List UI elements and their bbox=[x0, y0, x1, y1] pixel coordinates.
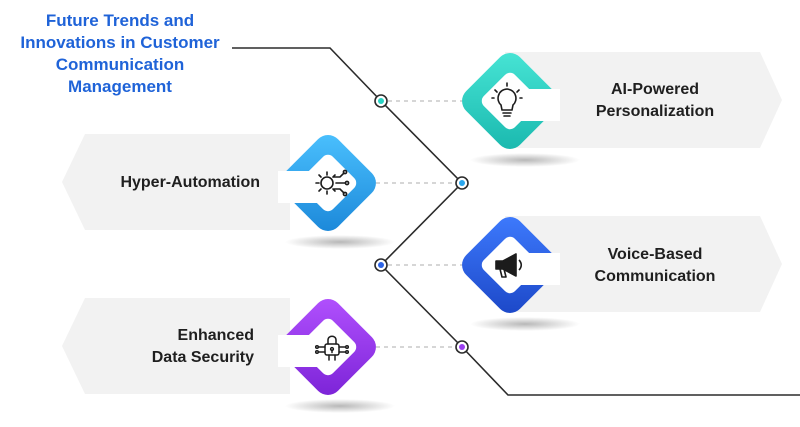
label-hyper-automation: Hyper-Automation bbox=[60, 172, 260, 194]
label-line: Voice-Based bbox=[607, 246, 703, 263]
node-voice bbox=[374, 258, 388, 272]
banner-security bbox=[62, 298, 290, 394]
shadow-voice bbox=[470, 317, 580, 331]
padlock-circuit-icon bbox=[314, 335, 350, 361]
dashed-connectors bbox=[360, 100, 476, 348]
label-line: Communication bbox=[594, 268, 716, 285]
badge-hyper bbox=[278, 135, 376, 231]
label-line: Data Security bbox=[151, 349, 254, 366]
gear-circuit-icon bbox=[315, 169, 350, 197]
label-enhanced-data-security: Enhanced Data Security bbox=[60, 325, 254, 369]
shadow-security bbox=[285, 399, 395, 413]
connector-lines bbox=[232, 47, 800, 396]
node-ai bbox=[374, 94, 388, 108]
label-line: Hyper-Automation bbox=[120, 174, 260, 191]
banner-voice bbox=[505, 216, 782, 312]
page-title: Future Trends and Innovations in Custome… bbox=[20, 11, 220, 96]
label-voice-based-communication: Voice-Based Communication bbox=[560, 244, 750, 288]
shadow-ai bbox=[470, 153, 580, 167]
label-ai-powered-personalization: AI-Powered Personalization bbox=[560, 79, 750, 123]
label-line: Personalization bbox=[595, 103, 715, 120]
banner-hyper bbox=[62, 134, 290, 230]
shadow-hyper bbox=[285, 235, 395, 249]
node-security bbox=[455, 340, 469, 354]
badge-security bbox=[278, 299, 376, 395]
lightbulb-icon bbox=[491, 82, 523, 117]
label-line: Enhanced bbox=[177, 327, 254, 344]
node-hyper bbox=[455, 176, 469, 190]
label-line: AI-Powered bbox=[610, 81, 699, 98]
banner-ai bbox=[505, 52, 782, 148]
badge-ai bbox=[462, 53, 560, 149]
megaphone-icon bbox=[495, 253, 523, 278]
